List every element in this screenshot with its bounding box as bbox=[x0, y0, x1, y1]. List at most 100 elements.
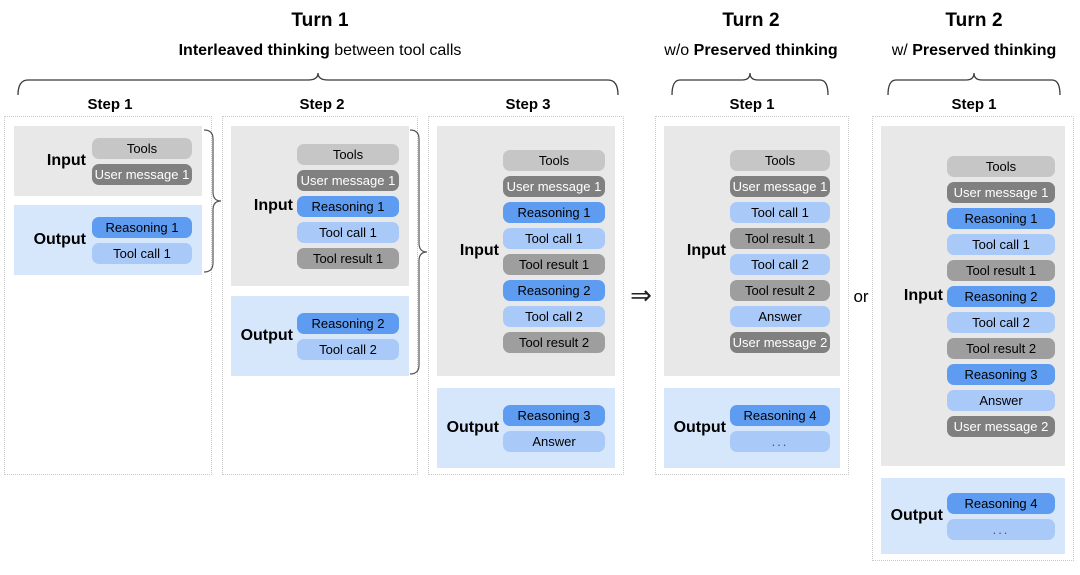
turn1-title: Turn 1 bbox=[291, 10, 349, 31]
pill-stack-input-turn1-step1: Tools User message 1 bbox=[92, 137, 202, 185]
pill-tool-call[interactable]: Tool call 2 bbox=[730, 253, 830, 275]
panel-input-turn1-step2: Input Tools User message 1 Reasoning 1 T… bbox=[231, 126, 409, 286]
turn2-with-group-brace bbox=[887, 72, 1061, 96]
pill-tool-result[interactable]: Tool result 2 bbox=[503, 331, 605, 353]
pill-ellipsis-placeholder[interactable]: ... bbox=[947, 518, 1055, 540]
pill-stack-input-turn1-step3: Tools User message 1 Reasoning 1 Tool ca… bbox=[503, 149, 615, 353]
arrow-icon: ⇒ bbox=[630, 280, 652, 310]
panel-output-turn2-with: Output Reasoning 4 ... bbox=[881, 478, 1065, 554]
pill-user-message[interactable]: User message 1 bbox=[503, 175, 605, 197]
turn1-subtitle-bold: Interleaved thinking bbox=[178, 42, 330, 59]
panel-output-turn1-step2: Output Reasoning 2 Tool call 2 bbox=[231, 296, 409, 376]
turn2-with-subtitle: w/ Preserved thinking bbox=[856, 42, 1080, 60]
pill-answer[interactable]: Answer bbox=[730, 305, 830, 327]
pill-tool-call[interactable]: Tool call 1 bbox=[297, 221, 399, 243]
turn1-subtitle-rest: between tool calls bbox=[329, 42, 462, 59]
panel-label-input: Input bbox=[253, 197, 293, 214]
pill-tool-call[interactable]: Tool call 2 bbox=[297, 338, 399, 360]
panel-label-input: Input bbox=[903, 287, 943, 304]
or-connector-label: or bbox=[853, 287, 869, 306]
pill-stack-output-turn1-step3: Reasoning 3 Answer bbox=[503, 404, 615, 452]
pill-tool-call[interactable]: Tool call 2 bbox=[947, 311, 1055, 333]
panel-output-turn1-step1: Output Reasoning 1 Tool call 1 bbox=[14, 205, 202, 275]
turn2-with-subtitle-bold: Preserved thinking bbox=[912, 42, 1057, 59]
turn2-without-subtitle-bold: Preserved thinking bbox=[693, 42, 838, 59]
step-title-turn2-without-step1: Step 1 bbox=[729, 96, 775, 113]
pill-tools[interactable]: Tools bbox=[947, 155, 1055, 177]
brace-step2-to-step3 bbox=[409, 129, 428, 375]
pill-tools[interactable]: Tools bbox=[730, 149, 830, 171]
pill-stack-input-turn2-with: Tools User message 1 Reasoning 1 Tool ca… bbox=[947, 155, 1065, 437]
pill-tool-result[interactable]: Tool result 1 bbox=[730, 227, 830, 249]
pill-tools[interactable]: Tools bbox=[503, 149, 605, 171]
panel-input-turn2-with: Input Tools User message 1 Reasoning 1 T… bbox=[881, 126, 1065, 466]
pill-tools[interactable]: Tools bbox=[297, 143, 399, 165]
pill-tool-result[interactable]: Tool result 1 bbox=[947, 259, 1055, 281]
pill-reasoning[interactable]: Reasoning 1 bbox=[947, 207, 1055, 229]
column-outline-turn2-with bbox=[872, 116, 1074, 561]
column-outline-turn1-step2 bbox=[222, 116, 418, 475]
pill-reasoning[interactable]: Reasoning 2 bbox=[947, 285, 1055, 307]
turn1-subtitle: Interleaved thinking between tool calls bbox=[0, 42, 640, 60]
pill-stack-input-turn2-without: Tools User message 1 Tool call 1 Tool re… bbox=[730, 149, 840, 353]
pill-reasoning[interactable]: Reasoning 4 bbox=[730, 404, 830, 426]
pill-user-message[interactable]: User message 1 bbox=[730, 175, 830, 197]
turn2-with-subtitle-pre: w/ bbox=[891, 42, 913, 59]
pill-user-message[interactable]: User message 2 bbox=[947, 415, 1055, 437]
pill-tool-result[interactable]: Tool result 1 bbox=[503, 253, 605, 275]
pill-tool-result[interactable]: Tool result 2 bbox=[947, 337, 1055, 359]
pill-tool-result[interactable]: Tool result 1 bbox=[297, 247, 399, 269]
panel-label-output: Output bbox=[240, 327, 293, 344]
panel-label-output: Output bbox=[673, 419, 726, 436]
pill-tool-call[interactable]: Tool call 2 bbox=[503, 305, 605, 327]
pill-stack-input-turn1-step2: Tools User message 1 Reasoning 1 Tool ca… bbox=[297, 143, 409, 269]
pill-reasoning[interactable]: Reasoning 1 bbox=[92, 216, 192, 238]
pill-reasoning[interactable]: Reasoning 4 bbox=[947, 492, 1055, 514]
panel-label-input: Input bbox=[686, 242, 726, 259]
column-outline-turn1 bbox=[4, 116, 212, 475]
pill-reasoning[interactable]: Reasoning 2 bbox=[503, 279, 605, 301]
turn2-with-title: Turn 2 bbox=[945, 10, 1003, 31]
panel-output-turn1-step3: Output Reasoning 3 Answer bbox=[437, 388, 615, 468]
pill-reasoning[interactable]: Reasoning 1 bbox=[503, 201, 605, 223]
pill-ellipsis-placeholder[interactable]: ... bbox=[730, 430, 830, 452]
turn2-without-group-brace bbox=[671, 72, 829, 96]
panel-label-output: Output bbox=[890, 507, 943, 524]
column-outline-turn2-without bbox=[655, 116, 849, 475]
pill-tools[interactable]: Tools bbox=[92, 137, 192, 159]
pill-stack-output-turn1-step2: Reasoning 2 Tool call 2 bbox=[297, 312, 409, 360]
pill-user-message[interactable]: User message 1 bbox=[297, 169, 399, 191]
pill-answer[interactable]: Answer bbox=[503, 430, 605, 452]
panel-label-output: Output bbox=[446, 419, 499, 436]
pill-user-message[interactable]: User message 1 bbox=[947, 181, 1055, 203]
pill-tool-call[interactable]: Tool call 1 bbox=[730, 201, 830, 223]
pill-user-message[interactable]: User message 1 bbox=[92, 163, 192, 185]
pill-stack-output-turn1-step1: Reasoning 1 Tool call 1 bbox=[92, 216, 202, 264]
panel-output-turn2-without: Output Reasoning 4 ... bbox=[664, 388, 840, 468]
pill-stack-output-turn2-with: Reasoning 4 ... bbox=[947, 492, 1065, 540]
pill-tool-call[interactable]: Tool call 1 bbox=[947, 233, 1055, 255]
panel-label-output: Output bbox=[33, 231, 86, 248]
column-outline-turn1-step3 bbox=[428, 116, 624, 475]
step-title-turn1-step3: Step 3 bbox=[505, 96, 551, 113]
pill-reasoning[interactable]: Reasoning 1 bbox=[297, 195, 399, 217]
pill-tool-call[interactable]: Tool call 1 bbox=[92, 242, 192, 264]
pill-stack-output-turn2-without: Reasoning 4 ... bbox=[730, 404, 840, 452]
step-title-turn2-with-step1: Step 1 bbox=[951, 96, 997, 113]
panel-input-turn1-step3: Input Tools User message 1 Reasoning 1 T… bbox=[437, 126, 615, 376]
pill-tool-result[interactable]: Tool result 2 bbox=[730, 279, 830, 301]
turn2-without-title: Turn 2 bbox=[722, 10, 780, 31]
pill-answer[interactable]: Answer bbox=[947, 389, 1055, 411]
pill-reasoning[interactable]: Reasoning 3 bbox=[947, 363, 1055, 385]
pill-reasoning[interactable]: Reasoning 3 bbox=[503, 404, 605, 426]
panel-input-turn2-without: Input Tools User message 1 Tool call 1 T… bbox=[664, 126, 840, 376]
turn2-without-subtitle: w/o Preserved thinking bbox=[630, 42, 872, 60]
pill-tool-call[interactable]: Tool call 1 bbox=[503, 227, 605, 249]
panel-input-turn1-step1: Input Tools User message 1 bbox=[14, 126, 202, 196]
panel-label-input: Input bbox=[46, 152, 86, 169]
brace-step1-to-step2 bbox=[203, 129, 222, 273]
pill-reasoning[interactable]: Reasoning 2 bbox=[297, 312, 399, 334]
pill-user-message[interactable]: User message 2 bbox=[730, 331, 830, 353]
turn2-without-subtitle-pre: w/o bbox=[664, 42, 694, 59]
step-title-turn1-step2: Step 2 bbox=[299, 96, 345, 113]
